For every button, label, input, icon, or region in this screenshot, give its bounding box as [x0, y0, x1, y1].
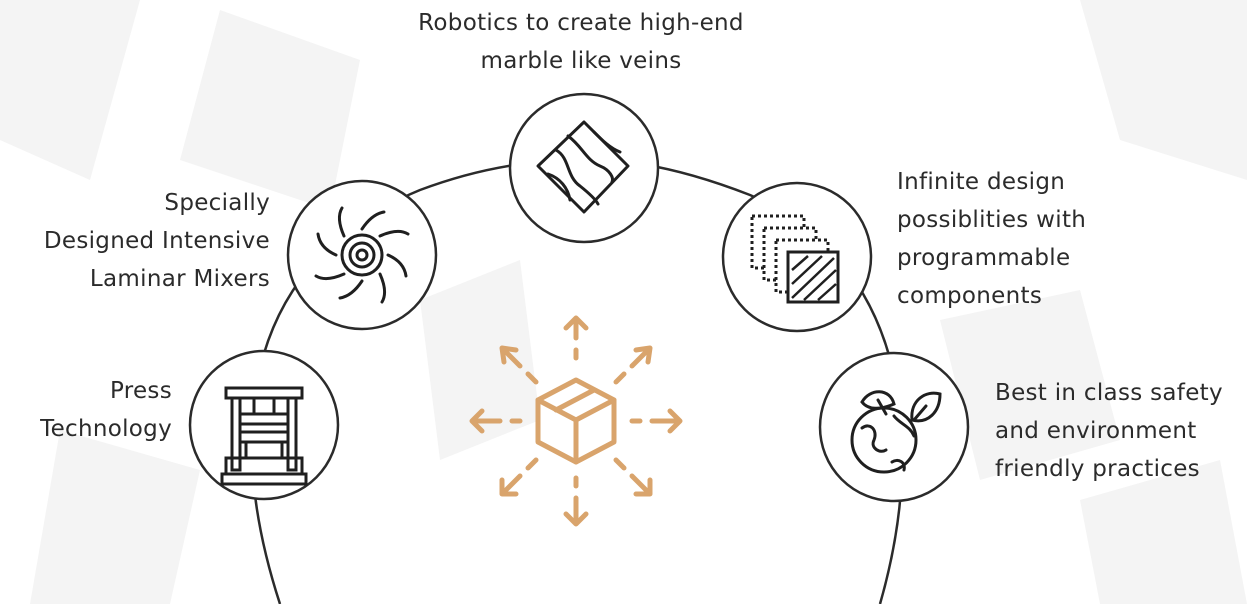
- mixers-node: [286, 179, 438, 331]
- eco-globe-icon: [850, 390, 942, 474]
- safety-label-line: friendly practices: [995, 456, 1200, 482]
- design-node: [721, 181, 873, 333]
- press-label-line: Technology: [40, 416, 172, 442]
- design-label-line: Infinite design: [897, 169, 1066, 195]
- mixers-label-line: Specially: [164, 190, 270, 216]
- press-node: [188, 349, 340, 501]
- design-label-line: components: [897, 283, 1043, 309]
- laminar-mixer-icon: [314, 206, 410, 304]
- safety-label: Best in class safety and environment fri…: [995, 374, 1245, 488]
- mixers-label-line: Laminar Mixers: [89, 266, 270, 292]
- robotics-node: [508, 92, 660, 244]
- press-label-line: Press: [109, 378, 172, 404]
- hydraulic-press-icon: [220, 386, 308, 486]
- safety-node: [818, 351, 970, 503]
- box-distribution-arrows-icon: [469, 315, 683, 527]
- safety-label-line: Best in class safety: [995, 380, 1223, 406]
- marble-vein-tile-icon: [536, 120, 630, 214]
- robotics-label: Robotics to create high-end marble like …: [370, 4, 792, 80]
- robotics-label-line: Robotics to create high-end: [418, 10, 744, 36]
- mixers-label-line: Designed Intensive: [43, 228, 270, 254]
- robotics-label-line: marble like veins: [480, 48, 682, 74]
- press-label: Press Technology: [0, 372, 172, 448]
- design-label: Infinite design possiblities with progra…: [897, 163, 1237, 315]
- design-label-line: programmable: [897, 245, 1071, 271]
- layered-tiles-icon: [750, 214, 840, 304]
- mixers-label: Specially Designed Intensive Laminar Mix…: [0, 184, 270, 298]
- design-label-line: possiblities with: [897, 207, 1087, 233]
- safety-label-line: and environment: [995, 418, 1197, 444]
